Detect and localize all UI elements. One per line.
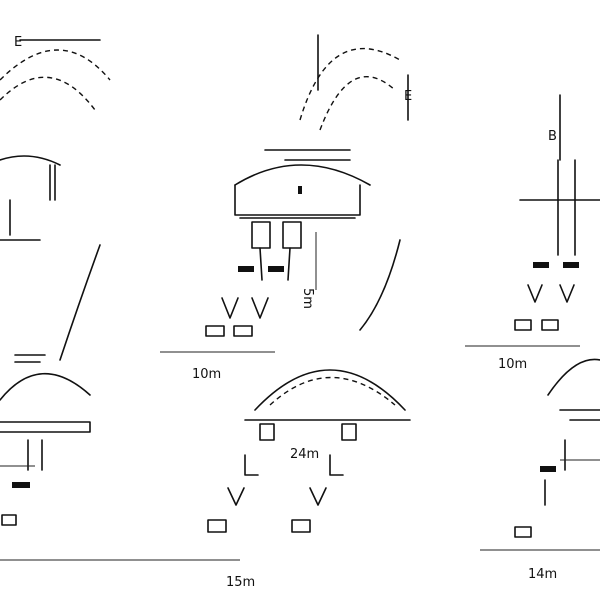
top-center-view: E 5m 10m [160, 34, 412, 382]
tc-foot-block-1 [238, 266, 254, 272]
bottom-center-view: 24m 15m [0, 239, 411, 590]
bc-bottom-label: 15m [226, 575, 255, 590]
bc-roof-inner [269, 376, 396, 406]
tc-roof-mark [298, 186, 302, 194]
bc-mid-label: 24m [290, 447, 319, 462]
bc-roof [254, 369, 406, 411]
tc-bottom-label: 10m [192, 367, 221, 382]
bc-footing-2 [291, 519, 311, 533]
tr-side-label: B [548, 129, 557, 144]
top-right-view: B 10m [465, 94, 600, 372]
br-footing [514, 526, 532, 538]
tc-column-left [251, 221, 271, 249]
bc-column-left [259, 423, 275, 441]
bc-footing-1 [207, 519, 227, 533]
tc-leg-2 [287, 247, 291, 281]
tr-footing-2 [541, 319, 559, 331]
tc-roof-body [234, 184, 361, 216]
bottom-right-view: 14m [480, 358, 600, 582]
bl-foot [12, 482, 30, 488]
tc-arc-label: E [404, 89, 412, 104]
tc-footing-2 [233, 325, 253, 337]
tc-dashed-arc-1 [299, 47, 401, 121]
tr-base-v-1 [527, 284, 543, 303]
tl-base-curve [0, 155, 61, 166]
tc-base-v-2 [251, 297, 269, 319]
tl-dashed-arc-outer [0, 49, 111, 81]
bl-footing [1, 514, 17, 526]
tc-leg-1 [259, 247, 263, 281]
br-roof [547, 358, 600, 396]
tc-column-right [282, 221, 302, 249]
bc-base-v-1 [227, 487, 245, 506]
top-left-view: E [0, 35, 111, 241]
bc-leg-left [244, 454, 259, 476]
bl-eave [0, 421, 91, 433]
bc-column-right [341, 423, 357, 441]
bl-roof [0, 372, 91, 401]
bc-leg-right [329, 454, 344, 476]
tc-foot-block-2 [268, 266, 284, 272]
tc-dashed-arc-2 [319, 75, 396, 131]
tl-arc-label: E [14, 35, 22, 50]
tr-bottom-label: 10m [498, 357, 527, 372]
tc-side-label: 5m [300, 288, 315, 309]
tr-footing-1 [514, 319, 532, 331]
br-bottom-label: 14m [528, 567, 557, 582]
tr-foot-1 [533, 262, 549, 268]
tc-roof-top [234, 164, 371, 186]
br-foot [540, 466, 556, 472]
bl-mast [59, 244, 101, 361]
tr-base-v-2 [559, 284, 575, 303]
bc-mast [359, 239, 401, 331]
tc-base-v-1 [221, 297, 239, 319]
bc-base-v-2 [309, 487, 327, 506]
tc-footing-1 [205, 325, 225, 337]
bottom-left-view [0, 244, 101, 526]
tl-dashed-arc-inner [0, 76, 96, 111]
tr-foot-2 [563, 262, 579, 268]
